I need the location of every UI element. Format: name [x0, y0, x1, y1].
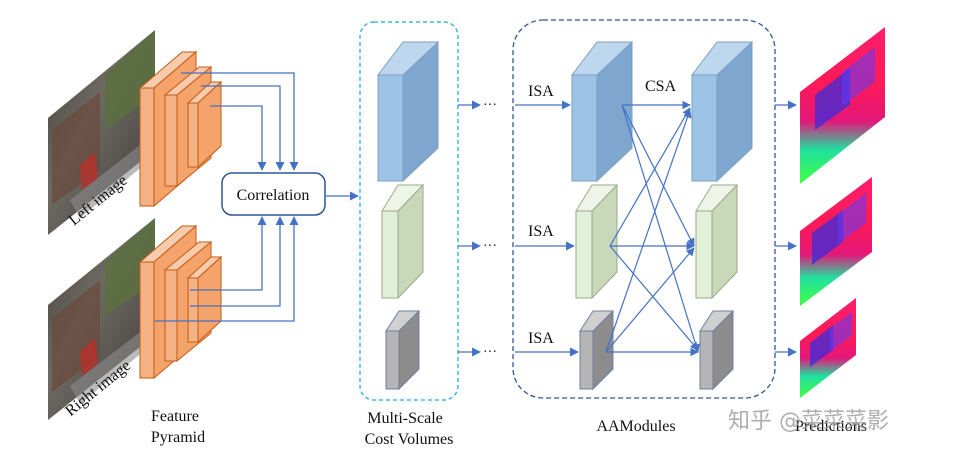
cost-volume-medium [381, 183, 424, 300]
cost-volumes-label-1: Multi-Scale [367, 410, 443, 427]
isa-label-middle: ISA [528, 223, 554, 240]
csa-arrows [605, 100, 700, 357]
aa-col1-small [579, 309, 614, 391]
output-arrows [775, 100, 797, 357]
ellipsis-middle: ··· [483, 239, 497, 254]
correlation-label: Correlation [237, 187, 310, 204]
cost-volume-large [376, 40, 440, 183]
zhihu-watermark: 知乎 @菜菜菜影 [728, 409, 889, 434]
feature-pyramid-label-2: Pyramid [151, 429, 205, 446]
ellipsis-bottom: ··· [483, 345, 497, 360]
isa-label-top: ISA [528, 83, 554, 100]
prediction-medium [800, 177, 872, 306]
feature-pyramid-top [138, 50, 223, 208]
right-image [48, 218, 155, 420]
cost-volume-small [385, 309, 420, 391]
isa-label-bottom: ISA [528, 330, 554, 347]
prediction-large [800, 27, 885, 184]
feature-pyramid-bottom [138, 224, 223, 380]
correlation-box [221, 172, 326, 216]
feature-pyramid-label-1: Feature [151, 408, 199, 425]
aamodules-frame [512, 19, 776, 399]
aa-col2-medium [695, 183, 738, 300]
aa-col2-small [699, 309, 734, 391]
aa-col1-large [570, 40, 634, 183]
predictions-label: Predictions [795, 418, 867, 435]
cost-volume-output-arrows [458, 100, 481, 357]
csa-label: CSA [645, 78, 677, 95]
left-image [48, 30, 155, 235]
aa-col1-medium [575, 183, 618, 300]
prediction-small [800, 298, 856, 398]
isa-arrows [515, 100, 579, 357]
cost-volumes-label-2: Cost Volumes [365, 431, 454, 448]
feature-connectors [155, 72, 299, 322]
aa-col2-large [690, 40, 754, 183]
aamodules-label: AAModules [596, 418, 675, 435]
cost-volumes-frame [359, 21, 459, 401]
ellipsis-top: ··· [483, 98, 497, 113]
